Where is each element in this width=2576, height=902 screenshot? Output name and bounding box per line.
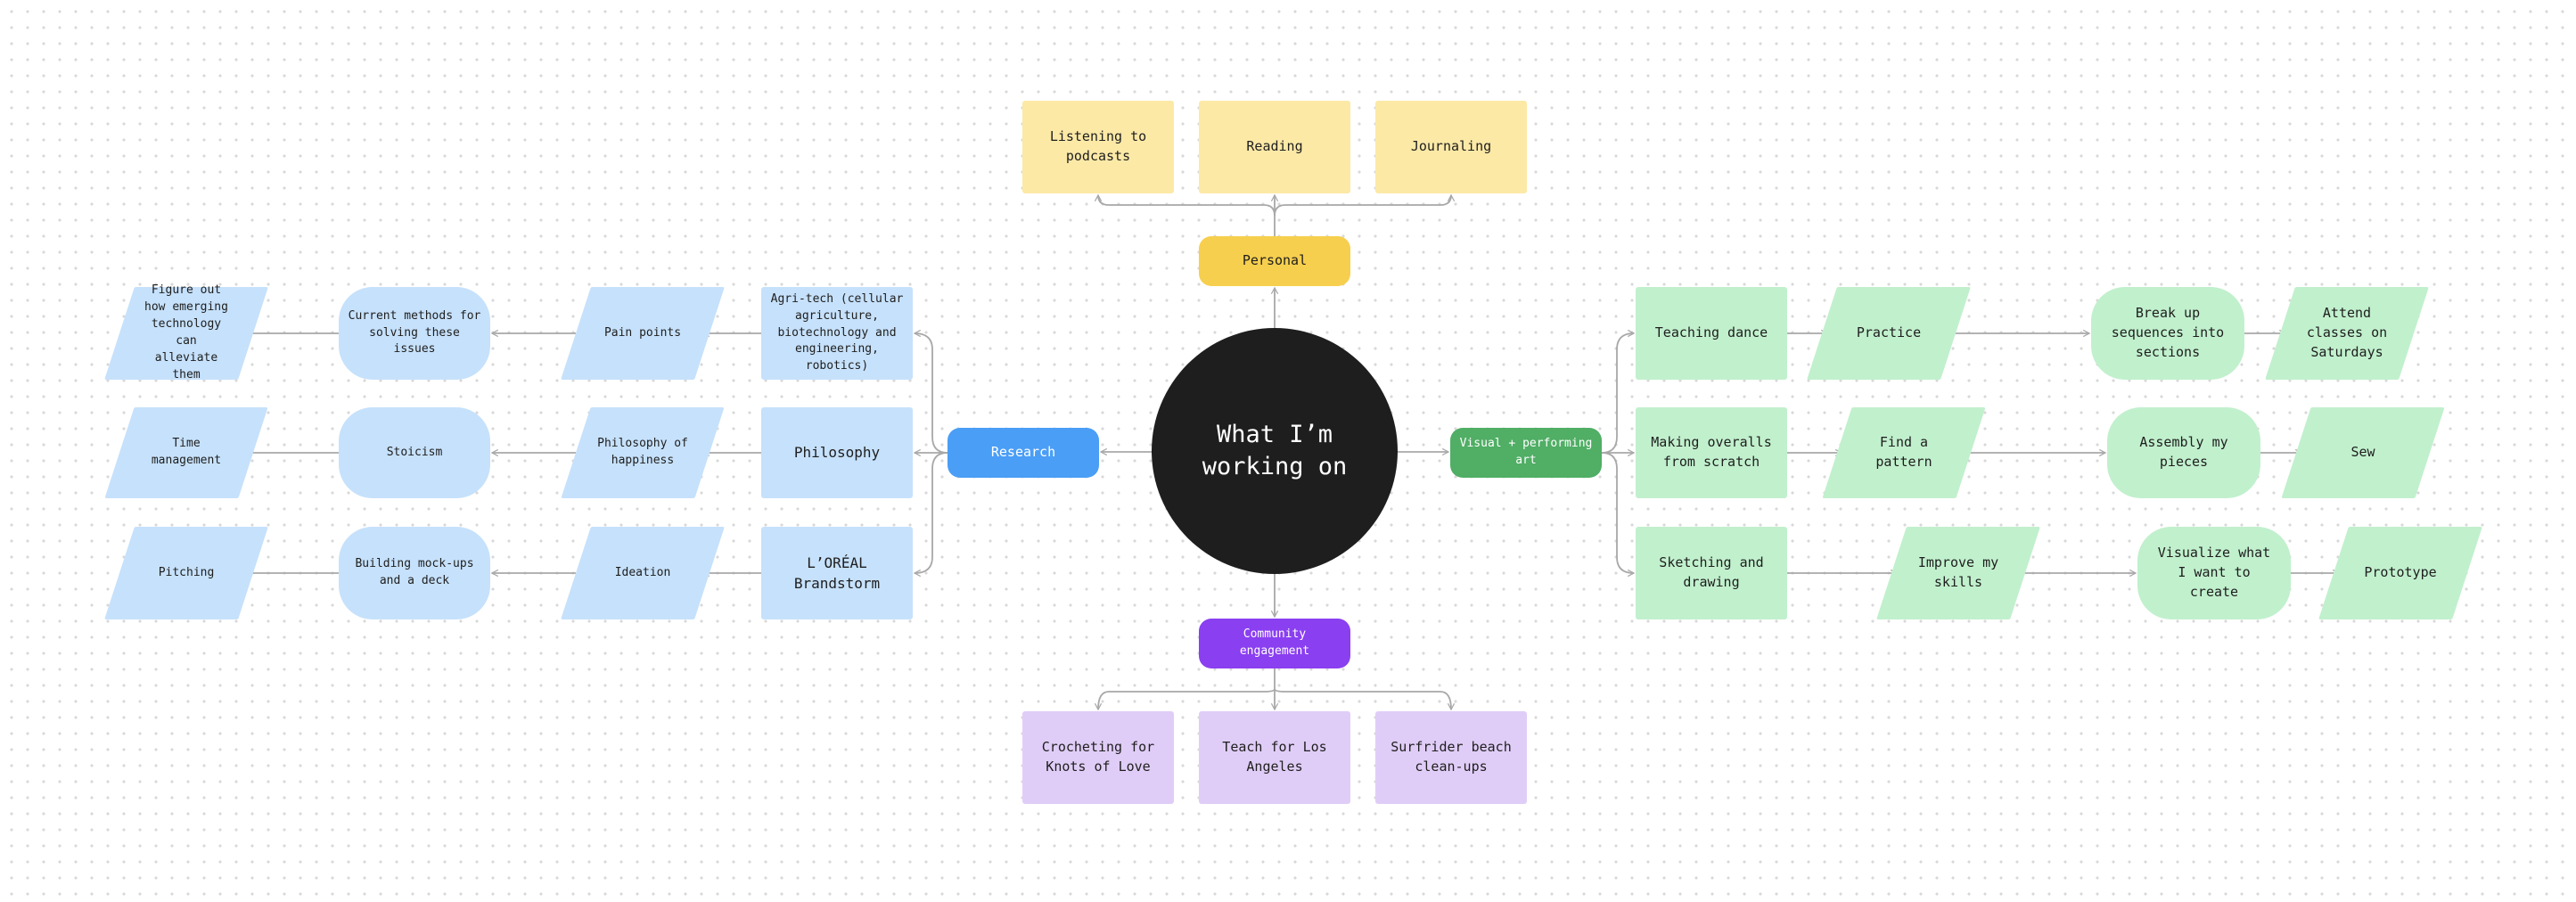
connector-personal-podcasts <box>1094 193 1276 217</box>
research-step-emerging-tech[interactable]: Figure out how emerging technology can a… <box>119 283 253 381</box>
center-node-label: What I’m working on <box>1202 420 1348 480</box>
research-step-current-methods[interactable]: Current methods for solving these issues <box>339 287 490 380</box>
research-step-time-management[interactable]: Time management <box>119 407 253 498</box>
research-topic-loreal[interactable]: L’ORÉAL Brandstorm <box>761 527 913 619</box>
community-item-teach[interactable]: Teach for Los Angeles <box>1199 711 1350 804</box>
arts-step-attend-classes[interactable]: Attend classes on Saturdays <box>2280 287 2414 380</box>
arts-step-prototype[interactable]: Prototype <box>2334 527 2467 619</box>
research-step-mockups[interactable]: Building mock-ups and a deck <box>339 527 490 619</box>
arts-topic-sketching[interactable]: Sketching and drawing <box>1636 527 1787 619</box>
arts-step-sew[interactable]: Sew <box>2296 407 2430 498</box>
arts-step-visualize[interactable]: Visualize what I want to create <box>2137 527 2291 619</box>
research-step-ideation[interactable]: Ideation <box>576 527 710 619</box>
arts-step-practice[interactable]: Practice <box>1822 287 1956 380</box>
arts-hub[interactable]: Visual + performing art <box>1450 428 1602 478</box>
personal-item-podcasts[interactable]: Listening to podcasts <box>1022 101 1174 193</box>
community-item-surfrider[interactable]: Surfrider beach clean-ups <box>1375 711 1527 804</box>
connector-research-agritech <box>913 329 948 454</box>
arts-step-improve-skills[interactable]: Improve my skills <box>1891 527 2025 619</box>
arts-topic-overalls[interactable]: Making overalls from scratch <box>1636 407 1787 498</box>
personal-item-journaling[interactable]: Journaling <box>1375 101 1527 193</box>
arts-step-assembly-pieces[interactable]: Assembly my pieces <box>2107 407 2260 498</box>
research-step-stoicism[interactable]: Stoicism <box>339 407 490 498</box>
research-step-pitching[interactable]: Pitching <box>119 527 253 619</box>
arts-step-break-up-sequences[interactable]: Break up sequences into sections <box>2091 287 2244 380</box>
research-topic-agritech[interactable]: Agri-tech (cellular agriculture, biotech… <box>761 287 913 380</box>
personal-hub[interactable]: Personal <box>1199 236 1350 286</box>
arts-step-find-pattern[interactable]: Find a pattern <box>1837 407 1971 498</box>
community-hub[interactable]: Community engagement <box>1199 619 1350 668</box>
connector-research-loreal <box>913 452 948 578</box>
connector-community-crocheting <box>1094 688 1276 711</box>
research-step-pain-points[interactable]: Pain points <box>576 287 710 380</box>
research-topic-philosophy[interactable]: Philosophy <box>761 407 913 498</box>
arts-topic-teaching-dance[interactable]: Teaching dance <box>1636 287 1787 380</box>
connector-community-surfrider <box>1274 688 1456 711</box>
research-step-happiness[interactable]: Philosophy of happiness <box>576 407 710 498</box>
connector-personal-journaling <box>1274 193 1456 217</box>
connector-arts-dance <box>1601 329 1636 454</box>
connector-arts-sketching <box>1601 452 1636 578</box>
community-item-crocheting[interactable]: Crocheting for Knots of Love <box>1022 711 1174 804</box>
center-node[interactable]: What I’m working on <box>1152 328 1398 574</box>
personal-item-reading[interactable]: Reading <box>1199 101 1350 193</box>
research-hub[interactable]: Research <box>948 428 1099 478</box>
